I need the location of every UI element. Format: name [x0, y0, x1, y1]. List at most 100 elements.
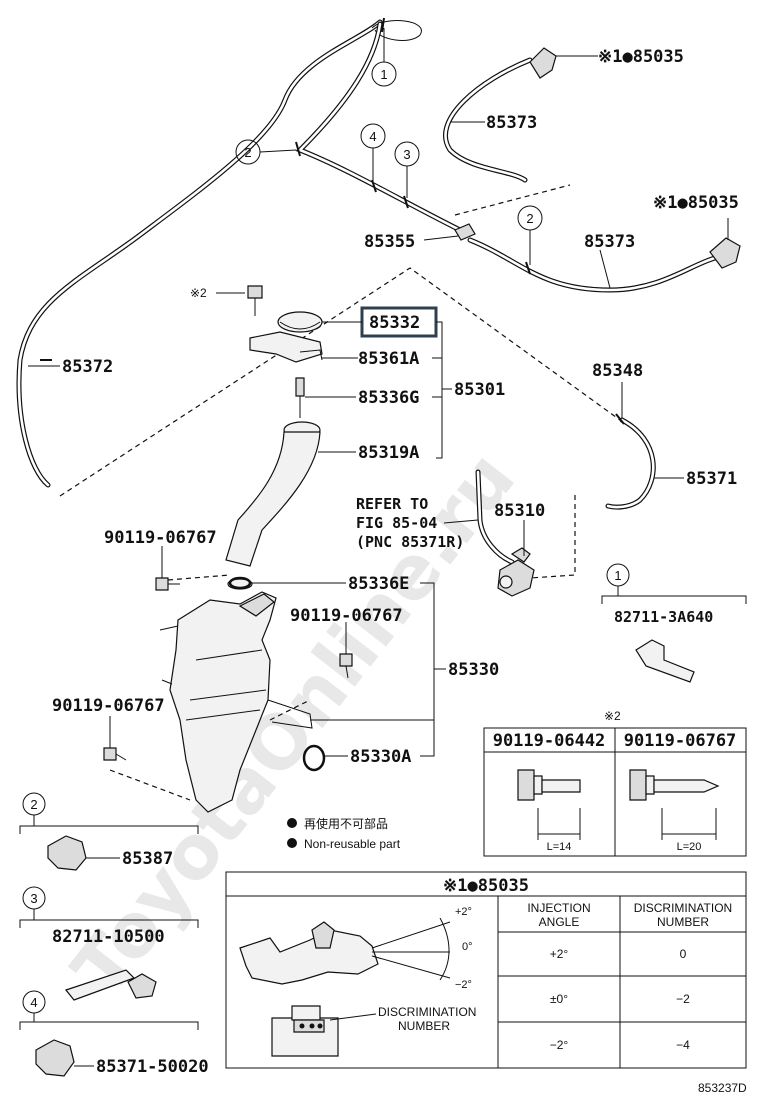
svg-text:90119-06767: 90119-06767 — [52, 696, 165, 716]
svg-text:L=14: L=14 — [547, 841, 572, 853]
label-90119-06767-a: 90119-06767 — [104, 528, 217, 578]
nozzle-side-view-icon: +2° 0° −2° — [239, 906, 473, 991]
svg-text:85373: 85373 — [486, 113, 537, 133]
callout-4: 4 — [360, 123, 386, 182]
svg-text:−2°: −2° — [455, 979, 472, 991]
clip-85387-icon — [47, 835, 87, 871]
clip-box-3: 3 82711-10500 — [19, 886, 199, 1001]
grommet-85330A-icon — [302, 744, 326, 772]
hose-85373-top — [443, 57, 533, 183]
label-85373-mid: 85373 — [584, 232, 635, 289]
svg-text:85310: 85310 — [494, 501, 545, 521]
dashed-frame-lower — [109, 574, 311, 801]
clip-box-4-label: 85371-50020 — [96, 1057, 209, 1077]
callout-3: 3 — [394, 141, 420, 198]
label-85371: 85371 — [654, 469, 737, 489]
hose-85372 — [16, 19, 383, 488]
svg-text:−2: −2 — [676, 992, 690, 1006]
svg-text:NUMBER: NUMBER — [398, 1019, 450, 1033]
svg-text:85336E: 85336E — [348, 574, 409, 594]
bolt-table-col1: 90119-06442 — [493, 731, 606, 751]
svg-text:2: 2 — [526, 211, 533, 226]
cap-85332-icon — [277, 311, 323, 333]
svg-text:+2°: +2° — [550, 947, 569, 961]
hose-loop-top — [295, 20, 463, 233]
label-85361A: 85361A — [322, 349, 419, 369]
nozzle-table-title: ※1●85035 — [443, 876, 529, 896]
bracket-85361A-icon — [249, 331, 323, 363]
bolt-90119-06442-icon — [517, 769, 535, 801]
svg-text:−2°: −2° — [550, 1038, 569, 1052]
label-90119-06767-c: 90119-06767 — [52, 696, 165, 748]
label-85372: 85372 — [28, 357, 113, 377]
clamp-marks — [40, 17, 531, 361]
clip-82711-3A640-icon — [635, 639, 695, 683]
svg-text:85336G: 85336G — [358, 388, 419, 408]
joint-85355-icon — [454, 223, 476, 241]
svg-text:85361A: 85361A — [358, 349, 419, 369]
label-85373-top: 85373 — [450, 113, 537, 133]
nozzle-table-row: ±0° −2 — [550, 992, 690, 1006]
clip-box-2-label: 85387 — [122, 849, 173, 869]
svg-text:85348: 85348 — [592, 361, 643, 381]
nozzle-table: ※1●85035 INJECTION ANGLE DISCRIMINATION … — [225, 871, 747, 1069]
hose-85373-mid — [467, 237, 718, 293]
callout-2-mid: 2 — [517, 205, 543, 265]
svg-text:4: 4 — [369, 129, 376, 144]
label-85348: 85348 — [592, 361, 643, 418]
bracket-85301: 85301 — [432, 321, 505, 459]
svg-text:NUMBER: NUMBER — [657, 915, 709, 929]
svg-text:(PNC 85371R): (PNC 85371R) — [356, 533, 464, 551]
label-85336E: 85336E — [250, 574, 409, 594]
svg-text:85332: 85332 — [369, 313, 420, 333]
svg-text:FIG 85-04: FIG 85-04 — [356, 514, 437, 532]
bolt-a-icon — [155, 577, 180, 591]
nozzle-mid-icon — [709, 237, 741, 269]
label-85330A: 85330A — [324, 747, 411, 767]
bolt-table: ※2 90119-06442 90119-06767 L=14 L=20 — [483, 709, 747, 857]
svg-text:85301: 85301 — [454, 380, 505, 400]
svg-text:+2°: +2° — [455, 906, 472, 918]
svg-text:DISCRIMINATION: DISCRIMINATION — [634, 901, 732, 915]
nozzle-table-row: +2° 0 — [550, 947, 687, 961]
svg-text:1: 1 — [380, 67, 387, 82]
clip-box-1: 1 82711-3A640 — [601, 563, 747, 683]
svg-text:L=20: L=20 — [677, 841, 702, 853]
svg-text:Non-reusable part: Non-reusable part — [304, 837, 401, 851]
nozzle-table-row: −2° −4 — [550, 1038, 690, 1052]
bolt-table-col2: 90119-06767 — [624, 731, 737, 751]
clip-85371-50020-icon — [35, 1039, 75, 1077]
svg-text:※2: ※2 — [190, 286, 207, 300]
svg-text:REFER TO: REFER TO — [356, 495, 428, 513]
svg-text:再使用不可部品: 再使用不可部品 — [304, 816, 388, 831]
svg-text:1: 1 — [614, 568, 621, 583]
bolt-c-icon — [103, 747, 127, 761]
svg-text:90119-06767: 90119-06767 — [104, 528, 217, 548]
svg-text:85372: 85372 — [62, 357, 113, 377]
svg-text:85330A: 85330A — [350, 747, 411, 767]
strainer-85336G-icon — [295, 377, 305, 418]
bolt-note2-top: ※2 — [190, 285, 263, 316]
svg-text:90119-06767: 90119-06767 — [290, 606, 403, 626]
label-85310: 85310 — [494, 501, 545, 556]
svg-text:3: 3 — [403, 147, 410, 162]
label-85035-top: ※1●85035 — [556, 47, 684, 67]
svg-text:85371: 85371 — [686, 469, 737, 489]
callout-1-top: 1 — [371, 28, 397, 87]
label-90119-06767-b: 90119-06767 — [290, 606, 403, 654]
svg-text:※2: ※2 — [604, 709, 621, 723]
reservoir-85330-icon — [159, 578, 313, 813]
nozzle-connector-icon: DISCRIMINATION NUMBER — [271, 1005, 476, 1057]
svg-text:2: 2 — [244, 145, 251, 160]
label-85332: 85332 — [322, 313, 420, 333]
label-85336G: 85336G — [305, 388, 419, 408]
label-85355: 85355 — [364, 232, 459, 252]
clip-box-1-label: 82711-3A640 — [614, 608, 713, 626]
svg-text:4: 4 — [30, 995, 37, 1010]
svg-text:※1●85035: ※1●85035 — [653, 193, 739, 213]
svg-text:DISCRIMINATION: DISCRIMINATION — [378, 1005, 476, 1019]
nozzle-top-icon — [529, 47, 557, 79]
svg-text:INJECTION: INJECTION — [527, 901, 590, 915]
label-85035-mid: ※1●85035 — [653, 193, 739, 240]
svg-text:85330: 85330 — [448, 660, 499, 680]
